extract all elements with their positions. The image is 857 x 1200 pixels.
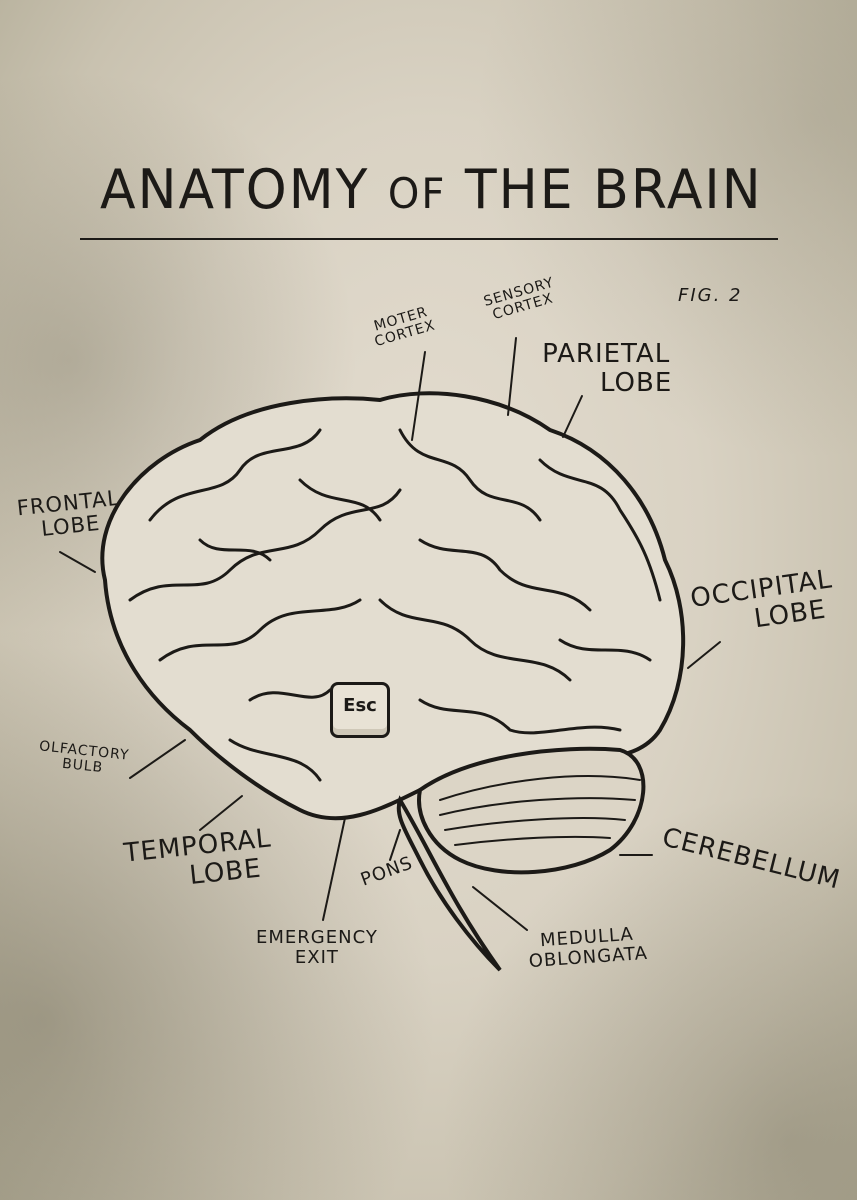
title-word-anatomy: ANATOMY (100, 158, 370, 222)
title-underline (80, 238, 778, 240)
esc-key: Esc (330, 682, 390, 738)
label-medulla-oblongata: MEDULLA OBLONGATA (527, 924, 648, 972)
title-word-of: OF (387, 170, 447, 219)
label-line: PARIETAL (542, 339, 671, 369)
esc-key-label: Esc (343, 695, 377, 716)
label-parietal-lobe: PARIETAL LOBE (540, 340, 672, 397)
label-line: LOBE (600, 367, 673, 398)
cerebrum-outline (100, 391, 686, 821)
figure-label: FIG. 2 (678, 285, 743, 306)
label-emergency-exit: EMERGENCY EXIT (256, 928, 378, 968)
title-word-the-brain: THE BRAIN (464, 158, 763, 222)
cerebellum-outline (417, 746, 646, 875)
poster-title: ANATOMY OF THE BRAIN (100, 159, 770, 222)
label-line: EXIT (294, 946, 339, 968)
label-line: EMERGENCY (256, 927, 378, 948)
brainstem-outline (396, 795, 502, 972)
